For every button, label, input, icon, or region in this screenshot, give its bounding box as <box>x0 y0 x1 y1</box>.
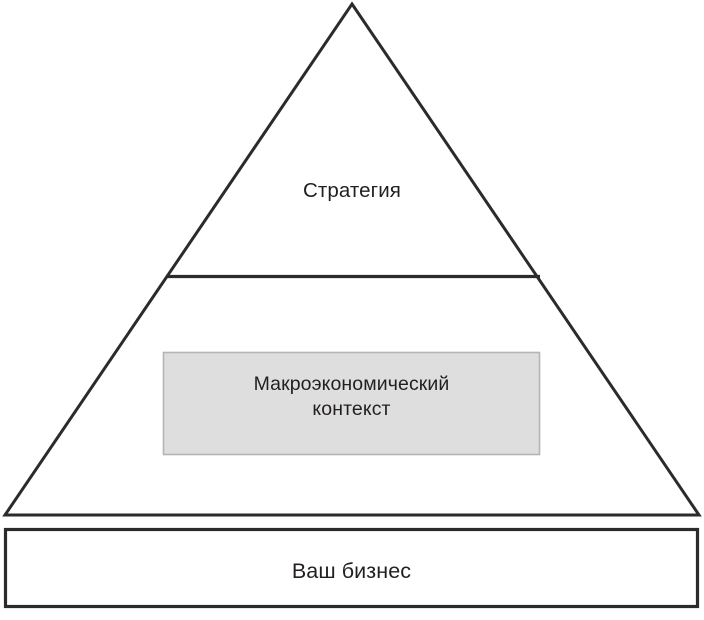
macro-context-box <box>162 351 541 456</box>
macro-context-label: Макроэкономический контекст <box>253 373 450 421</box>
strategy-label: Стратегия <box>302 179 402 202</box>
business-label: Ваш бизнес <box>291 559 412 583</box>
business-base-bar <box>3 527 700 609</box>
